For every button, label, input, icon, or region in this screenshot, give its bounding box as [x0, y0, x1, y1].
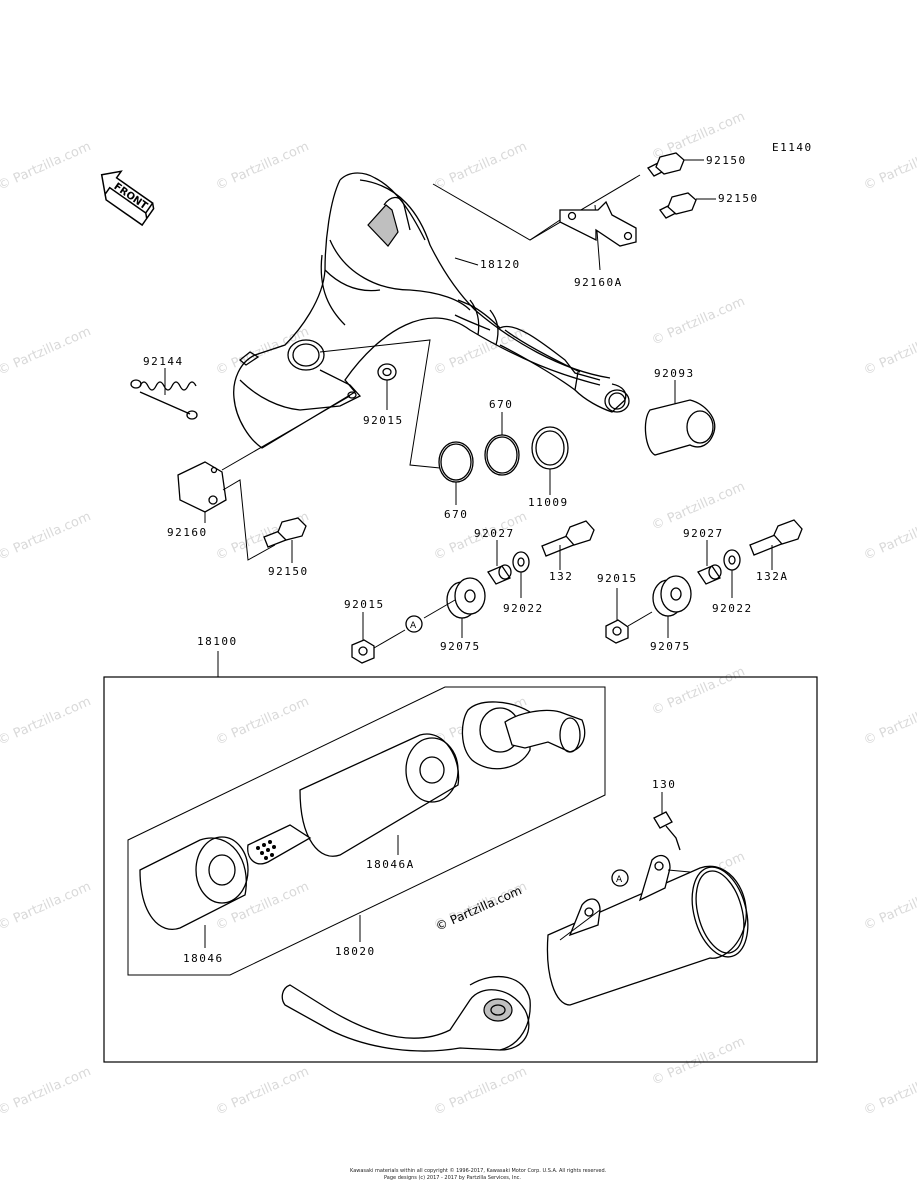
label-92075-b: 92075: [650, 640, 691, 653]
label-92015-a: 92015: [363, 414, 404, 427]
watermark: © Partzilla.com: [0, 879, 93, 934]
bolt-92150-top-drawing: [647, 152, 685, 177]
o-ring-670-right-drawing: [484, 434, 520, 476]
washer-92022-right-drawing: [723, 549, 741, 571]
label-92015-c: 92015: [597, 572, 638, 585]
label-92150-b: 92150: [718, 192, 759, 205]
label-92150-a: 92150: [706, 154, 747, 167]
packing-18046a-drawing: [299, 733, 460, 857]
copyright-mark: © Partzilla.com: [434, 883, 524, 933]
tail-pipe-drawing: [281, 975, 531, 1052]
footer-line-1: Kawasaki materials within all copyright …: [350, 1167, 607, 1174]
label-92015-b: 92015: [344, 598, 385, 611]
watermark: © Partzilla.com: [862, 694, 917, 749]
label-92022-b: 92022: [712, 602, 753, 615]
callout-a-right: A: [616, 875, 623, 885]
silencer-body-drawing: [546, 854, 749, 1006]
label-130: 130: [652, 778, 676, 791]
watermark: © Partzilla.com: [650, 664, 748, 719]
watermark: © Partzilla.com: [0, 324, 93, 379]
label-92027-b: 92027: [683, 527, 724, 540]
grommet-92075-left-drawing: [446, 577, 486, 619]
watermark: © Partzilla.com: [862, 509, 917, 564]
nut-92015-right-drawing: [605, 619, 629, 644]
o-ring-670-left-drawing: [438, 441, 474, 483]
label-18046a: 18046A: [366, 858, 415, 871]
label-92075-a: 92075: [440, 640, 481, 653]
silencer-inner-box: [127, 686, 606, 976]
watermark: © Partzilla.com: [862, 324, 917, 379]
watermark: © Partzilla.com: [0, 509, 93, 564]
bolt-132a-drawing: [749, 519, 803, 556]
watermark: © Partzilla.com: [214, 1064, 312, 1119]
label-92144: 92144: [143, 355, 184, 368]
collar-92027-left-drawing: [487, 564, 512, 585]
watermark: © Partzilla.com: [0, 1064, 93, 1119]
bolt-92150-lower-drawing: [263, 517, 307, 548]
collar-92027-right-drawing: [697, 564, 722, 585]
watermark: © Partzilla.com: [650, 1034, 748, 1089]
bracket-92160a-drawing: [559, 200, 637, 247]
sleeve-92093-drawing: [644, 399, 716, 456]
part-labels: 18120 92150 92150 92160A 92144 92015 670…: [143, 154, 789, 965]
watermark: © Partzilla.com: [432, 139, 530, 194]
label-92150-c: 92150: [268, 565, 309, 578]
label-92027-a: 92027: [474, 527, 515, 540]
label-18100: 18100: [197, 635, 238, 648]
watermark: © Partzilla.com: [432, 1064, 530, 1119]
bolt-130-drawing: [653, 811, 681, 851]
label-670-top: 670: [489, 398, 513, 411]
label-18046: 18046: [183, 952, 224, 965]
nut-92015-top-drawing: [377, 363, 397, 381]
silencer-assembly-box: [103, 676, 818, 1063]
spring-92144-drawing: [130, 379, 198, 420]
watermark: © Partzilla.com: [214, 694, 312, 749]
bracket-92160-drawing: [177, 461, 227, 513]
front-arrow-icon: FRONT: [100, 170, 155, 227]
watermark: © Partzilla.com: [0, 139, 93, 194]
label-18020: 18020: [335, 945, 376, 958]
washer-92022-left-drawing: [512, 551, 530, 573]
callout-a-circle-right: [611, 869, 629, 887]
label-670-bottom: 670: [444, 508, 468, 521]
label-92160a: 92160A: [574, 276, 623, 289]
diagram-code: E1140: [772, 141, 813, 154]
watermark: © Partzilla.com: [650, 479, 748, 534]
callout-a-left: A: [410, 621, 417, 631]
inner-pipe-drawing: [461, 701, 586, 770]
bolt-132-drawing: [541, 520, 595, 557]
label-132: 132: [549, 570, 573, 583]
bolt-92150-mid-drawing: [659, 192, 697, 219]
footer-line-2: Page designs (c) 2017 - 2017 by Partzill…: [384, 1175, 521, 1181]
watermark: © Partzilla.com: [862, 879, 917, 934]
label-132a: 132A: [756, 570, 789, 583]
watermark: © Partzilla.com: [862, 139, 917, 194]
watermark: © Partzilla.com: [650, 294, 748, 349]
callout-a-circle-left: [405, 615, 423, 633]
watermark: © Partzilla.com: [862, 1064, 917, 1119]
gasket-11009-drawing: [531, 426, 569, 470]
watermark: © Partzilla.com: [214, 139, 312, 194]
expansion-chamber-drawing: [233, 172, 630, 449]
perforated-pipe-drawing: [247, 824, 312, 865]
nut-92015-left-drawing: [351, 639, 375, 664]
label-92160: 92160: [167, 526, 208, 539]
watermark: © Partzilla.com: [0, 694, 93, 749]
label-92022-a: 92022: [503, 602, 544, 615]
label-92093: 92093: [654, 367, 695, 380]
label-11009: 11009: [528, 496, 569, 509]
packing-18046-drawing: [139, 836, 249, 930]
watermark: © Partzilla.com: [432, 324, 530, 379]
grommet-92075-right-drawing: [652, 575, 692, 617]
label-18120: 18120: [480, 258, 521, 271]
